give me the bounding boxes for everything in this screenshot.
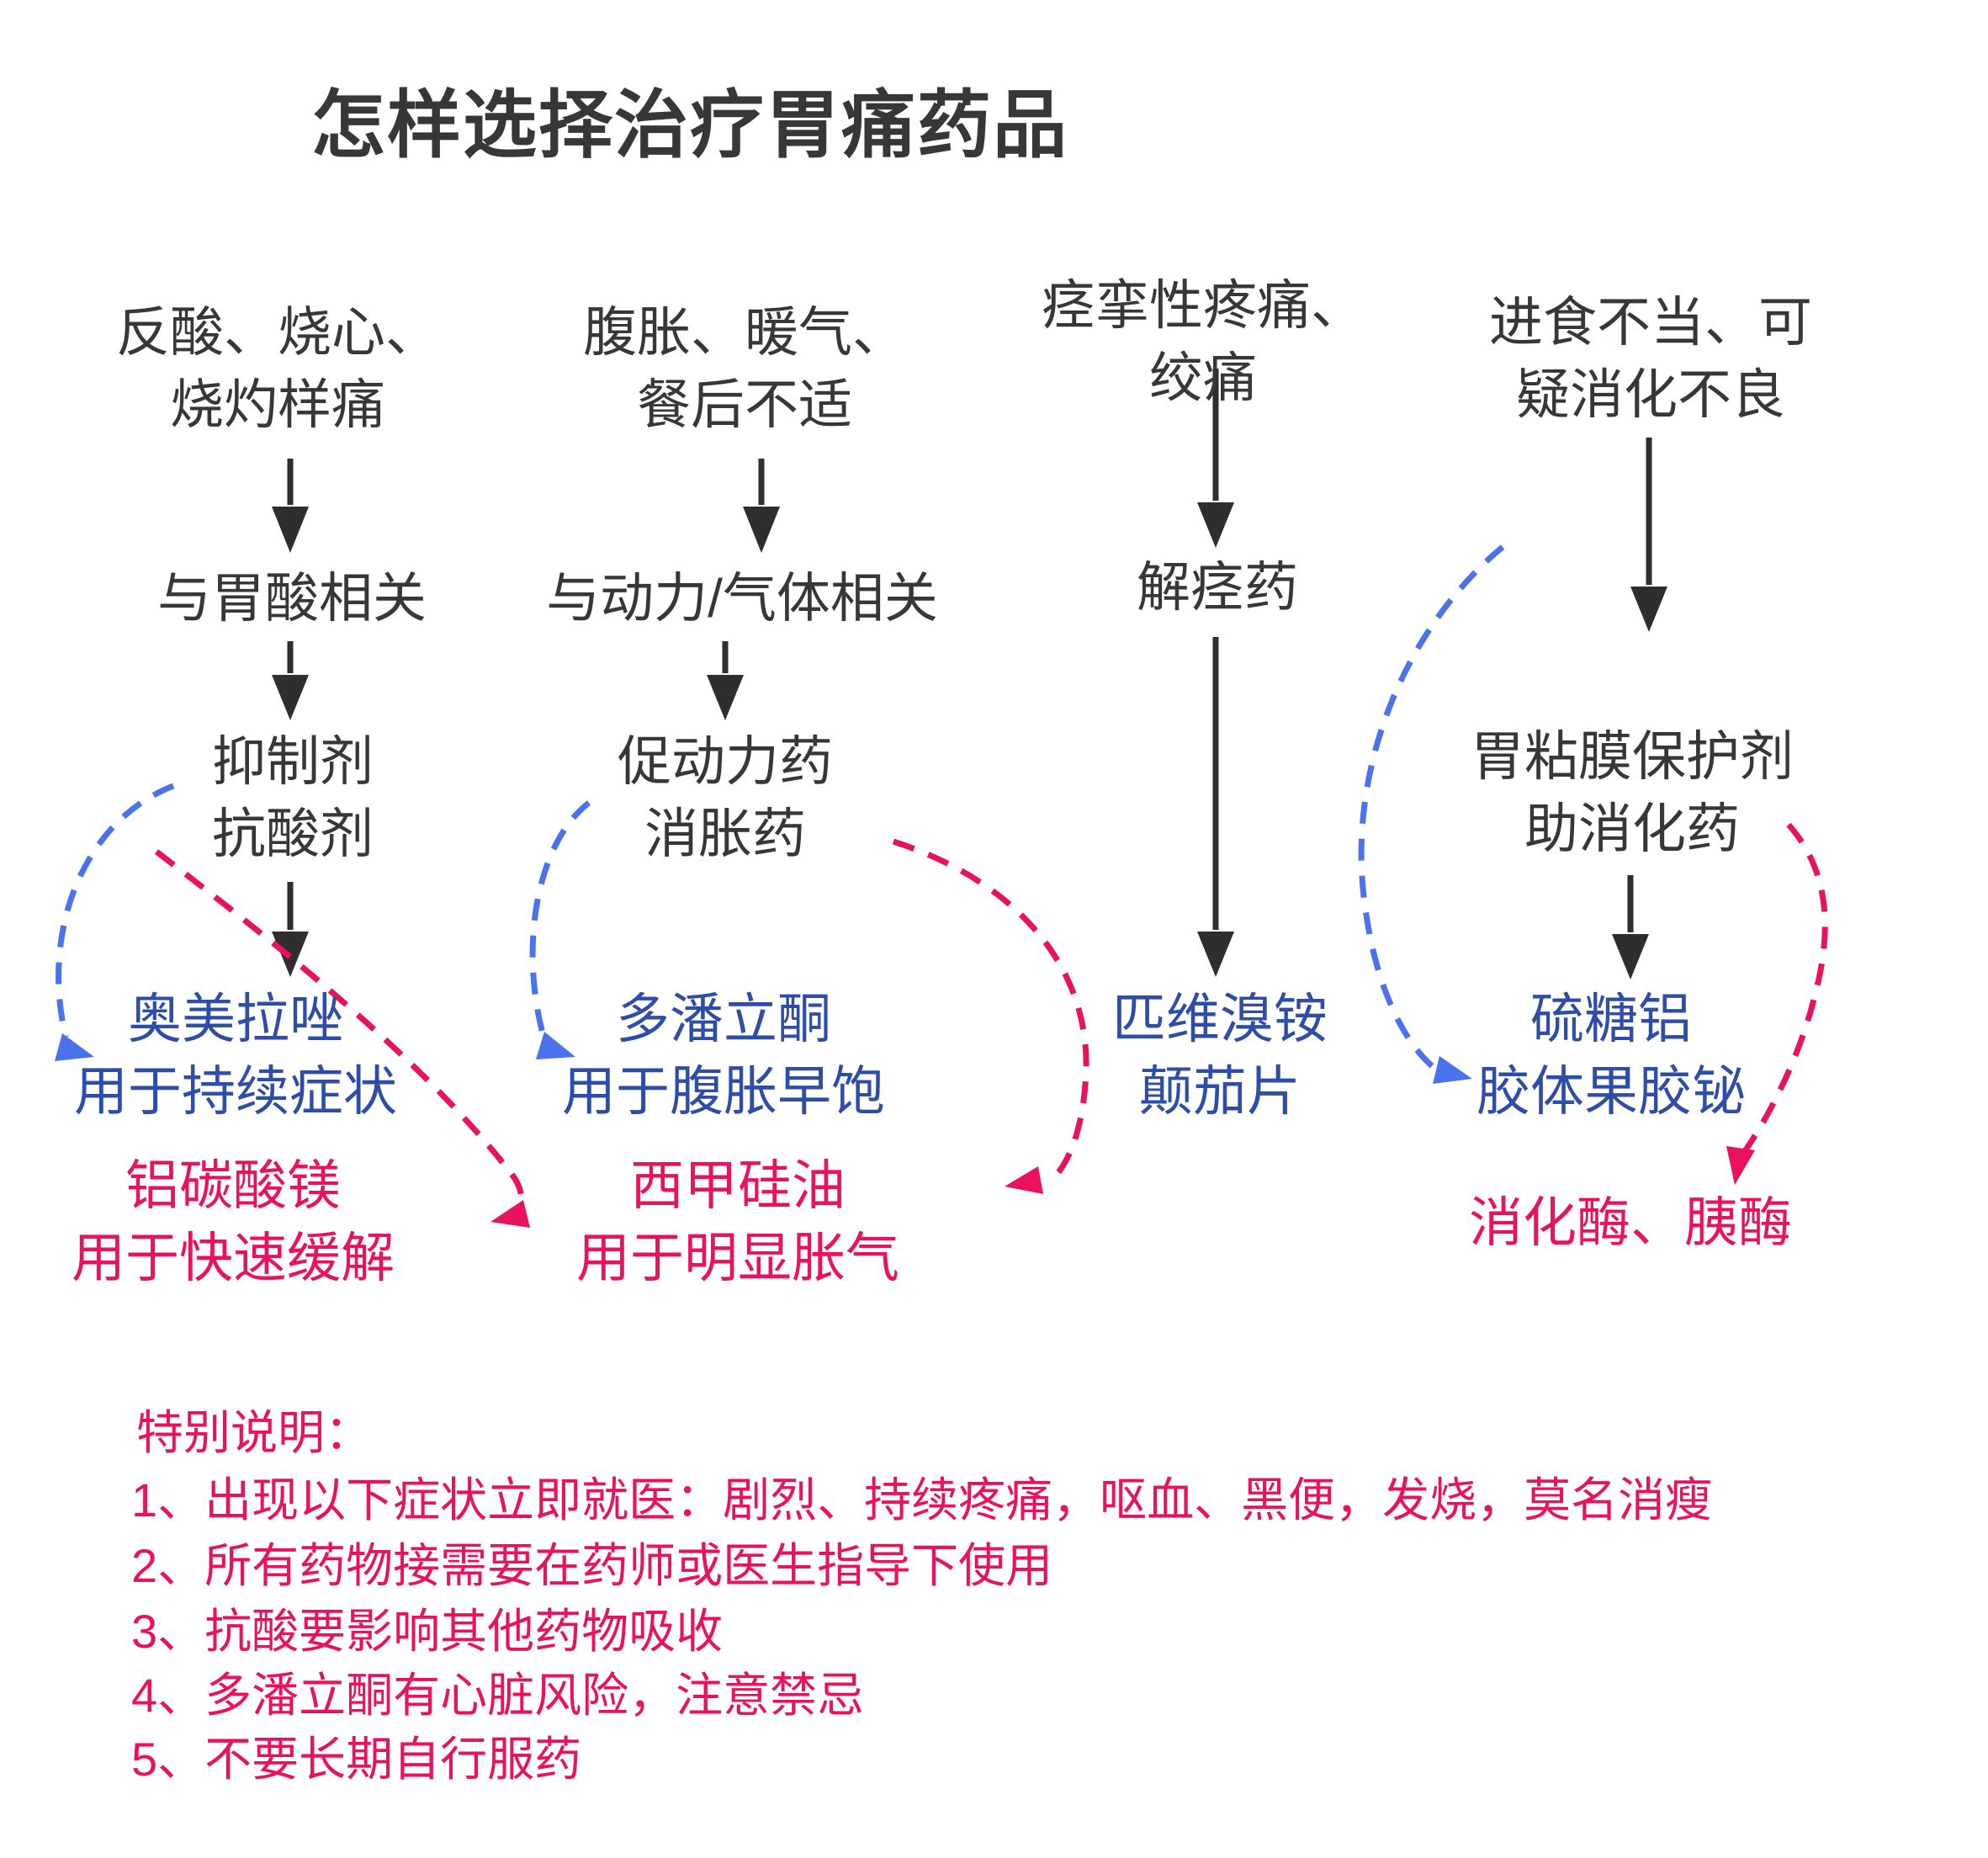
col1-relation-line1: 与胃酸相关	[157, 568, 427, 629]
col2-symptom: 腹胀、暖气、 餐后不适	[583, 296, 906, 441]
col2-arrow-relation-to-category	[707, 641, 744, 720]
col1-symptom: 反酸、烧心、 烧灼样痛	[116, 296, 439, 441]
col1-relation: 与胃酸相关	[157, 562, 427, 634]
col1-primary-drug: 奥美拉唑 用于持续症状	[74, 983, 397, 1128]
col4-arrow-category-to-drug	[1612, 875, 1649, 979]
col1-arrow-symptom-to-relation	[272, 459, 309, 553]
col2-symptom-line1: 腹胀、暖气、	[583, 302, 906, 363]
col1-symptom-line2: 烧灼样痛	[170, 374, 385, 435]
col3-symptom: 痉挛性疼痛、 绞痛	[1042, 269, 1365, 414]
col4-category-line2: 助消化药	[1524, 799, 1740, 859]
col4-symptom-line2: 疑消化不良	[1516, 364, 1785, 425]
col3-arrow-category-to-drug	[1197, 637, 1234, 977]
col3-symptom-line1: 痉挛性疼痛、	[1042, 275, 1365, 336]
col2-relation-line1: 与动力/气体相关	[546, 568, 938, 629]
col2-primary-drug-name: 多潘立酮	[616, 989, 831, 1049]
col3-primary-drug: 匹维溴铵 颠茄片	[1112, 983, 1328, 1128]
col2-red-dashed-arrow	[892, 838, 1089, 1194]
col2-symptom-line2: 餐后不适	[637, 374, 852, 435]
col2-category: 促动力药 消胀药	[618, 725, 833, 870]
col2-secondary-drug: 西甲硅油 用于明显胀气	[576, 1149, 899, 1294]
col1-primary-drug-use: 用于持续症状	[74, 1061, 397, 1122]
col2-arrow-symptom-to-relation	[743, 459, 780, 553]
col2-primary-drug: 多潘立酮 用于腹胀早饱	[562, 983, 885, 1128]
col1-primary-drug-name: 奥美拉唑	[128, 989, 343, 1049]
note-item-3: 3、抗酸要影响其他药物吸收	[131, 1605, 724, 1658]
page-title: 怎样选择治疗胃痛药品	[310, 83, 1069, 167]
note-item-2: 2、所有药物接需要在药师或医生指导下使用	[131, 1539, 1053, 1592]
col2-secondary-drug-use: 用于明显胀气	[576, 1228, 899, 1288]
col2-category-line2: 消胀药	[644, 804, 806, 864]
col1-arrow-relation-to-category	[272, 641, 309, 720]
col4-secondary-drug: 消化酶、胰酶	[1469, 1186, 1792, 1259]
col2-secondary-drug-name: 西甲硅油	[630, 1155, 846, 1216]
col1-category: 抑制剂 抗酸剂	[212, 725, 374, 870]
col3-category: 解痉药	[1137, 551, 1298, 624]
col2-primary-drug-use: 用于腹胀早饱	[562, 1061, 885, 1122]
col2-relation: 与动力/气体相关	[546, 562, 938, 634]
col4-primary-drug-name2: 胶体果胶铋	[1476, 1061, 1746, 1122]
col3-symptom-line2: 绞痛	[1149, 348, 1257, 408]
col4-secondary-drug-name: 消化酶、胰酶	[1469, 1192, 1792, 1253]
col1-category-line1: 抑制剂	[212, 731, 374, 792]
col4-primary-drug: 硫糖铝 胶体果胶铋	[1476, 983, 1746, 1128]
note-item-4: 4、多潘立酮有心脏风险，注意禁忌	[131, 1669, 865, 1722]
note-item-1: 1、出现以下症状立即就医：剧烈、持续疼痛，呕血、黑便，发烧，莫名消瘦	[131, 1473, 1713, 1526]
col1-arrow-category-to-drug	[272, 882, 309, 977]
col3-primary-drug-name2: 颠茄片	[1139, 1061, 1301, 1122]
col1-symptom-line1: 反酸、烧心、	[116, 302, 439, 363]
notes-heading: 特别说明：	[136, 1406, 372, 1459]
col4-arrow-symptom-to-category	[1630, 438, 1667, 632]
col1-category-line2: 抗酸剂	[212, 804, 374, 864]
col3-primary-drug-name: 匹维溴铵	[1112, 989, 1328, 1049]
col4-symptom-line1: 进食不当、可	[1489, 292, 1812, 353]
col1-secondary-drug-name: 铝碳酸镁	[125, 1155, 341, 1216]
col2-category-line1: 促动力药	[618, 731, 833, 792]
col4-category-line1: 胃粘膜保护剂	[1471, 726, 1794, 787]
col1-secondary-drug: 铝碳酸镁 用于快速缓解	[72, 1149, 395, 1294]
note-item-5: 5、不要长期自行服药	[131, 1733, 582, 1786]
col4-category: 胃粘膜保护剂 助消化药	[1471, 720, 1794, 865]
col4-symptom: 进食不当、可 疑消化不良	[1489, 286, 1812, 431]
col1-secondary-drug-use: 用于快速缓解	[72, 1228, 395, 1288]
col4-primary-drug-name: 硫糖铝	[1530, 989, 1692, 1049]
col3-category-line1: 解痉药	[1137, 557, 1298, 618]
